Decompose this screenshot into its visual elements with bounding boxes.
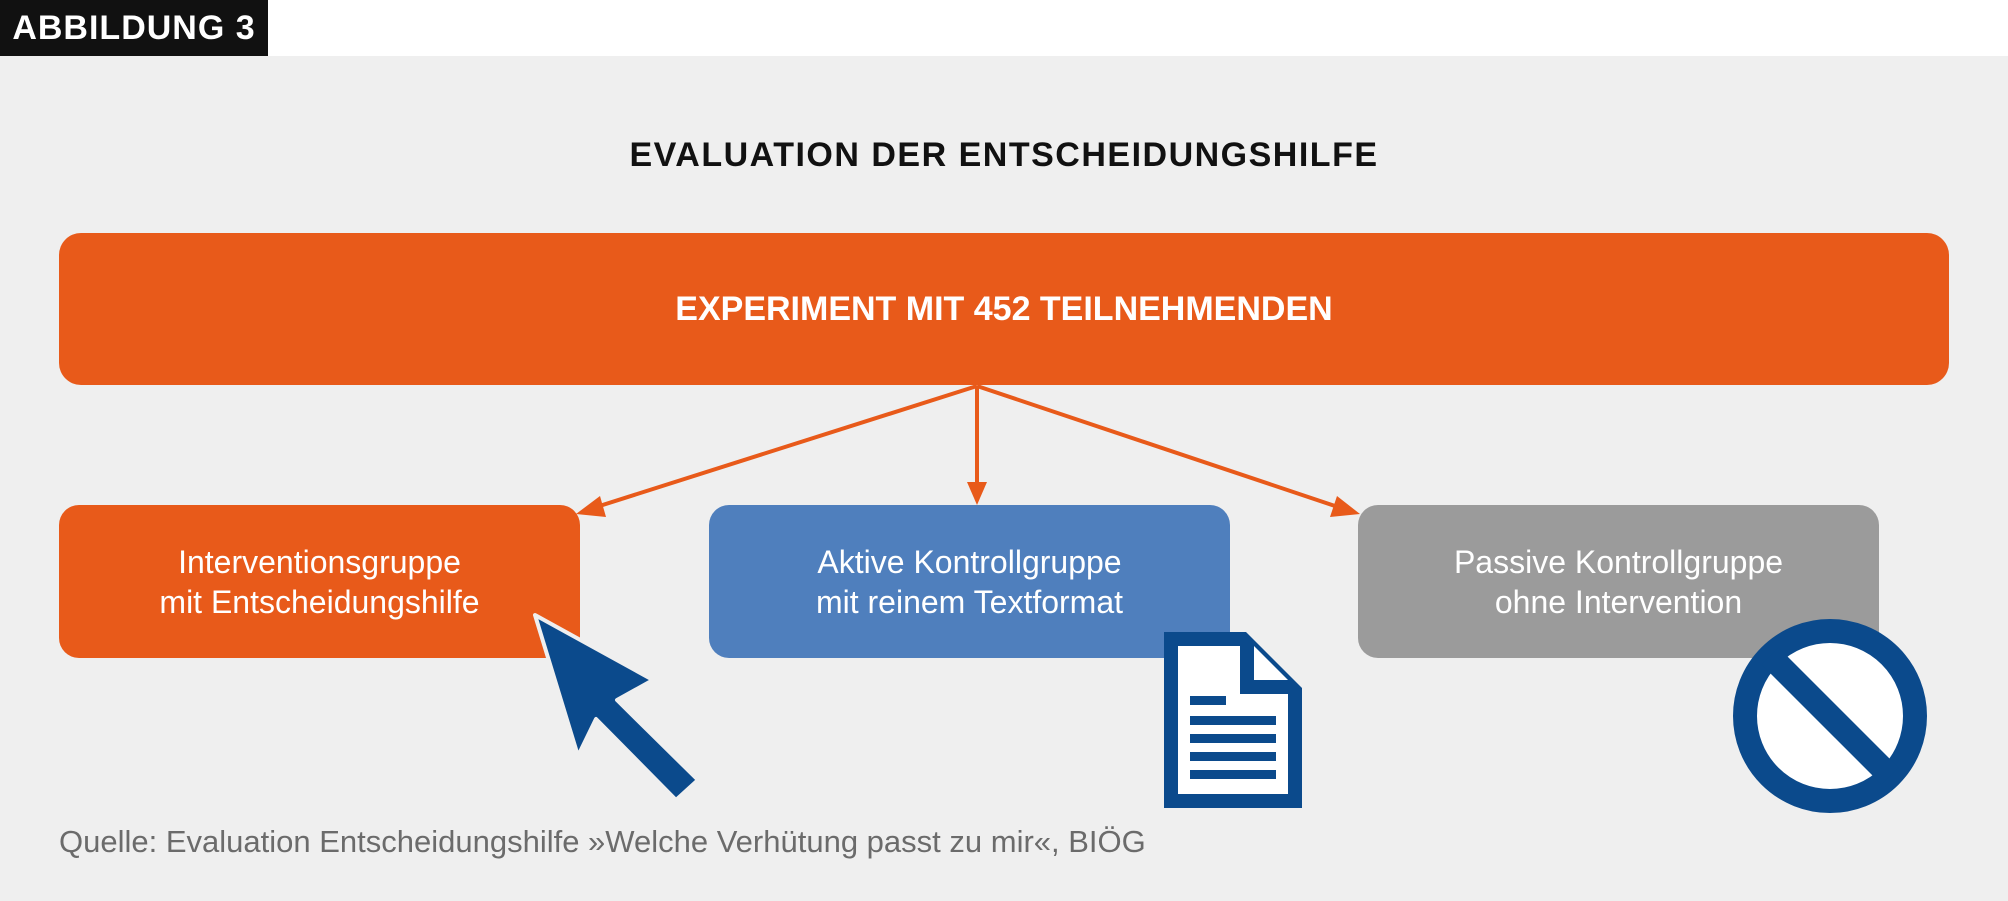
group-label-line1: Passive Kontrollgruppe: [1453, 543, 1784, 580]
group-label-line2: mit reinem Textformat: [815, 583, 1124, 620]
prohibition-icon: [1733, 619, 1927, 813]
document-icon: [1164, 632, 1302, 808]
figure-panel: [0, 56, 2008, 901]
cursor-arrow-icon: [533, 613, 700, 802]
group-box-intervention: Interventionsgruppe mit Entscheidungshil…: [59, 505, 580, 658]
group-label-line1: Aktive Kontrollgruppe: [817, 543, 1122, 580]
group-label-line1: Interventionsgruppe: [178, 543, 461, 580]
group-box-active-control: Aktive Kontrollgruppe mit reinem Textfor…: [709, 505, 1230, 658]
group-box-passive-control: Passive Kontrollgruppe ohne Intervention: [1358, 505, 1879, 658]
source-note: Quelle: Evaluation Entscheidungshilfe »W…: [59, 824, 1146, 859]
experiment-box: EXPERIMENT MIT 452 TEILNEHMENDEN: [59, 233, 1949, 385]
diagram-title: EVALUATION DER ENTSCHEIDUNGSHILFE: [629, 136, 1379, 174]
group-label-line2: mit Entscheidungshilfe: [159, 583, 480, 620]
experiment-label: EXPERIMENT MIT 452 TEILNEHMENDEN: [675, 289, 1333, 328]
figure-tag: ABBILDUNG 3: [0, 0, 268, 56]
group-label-line2: ohne Intervention: [1494, 583, 1743, 620]
